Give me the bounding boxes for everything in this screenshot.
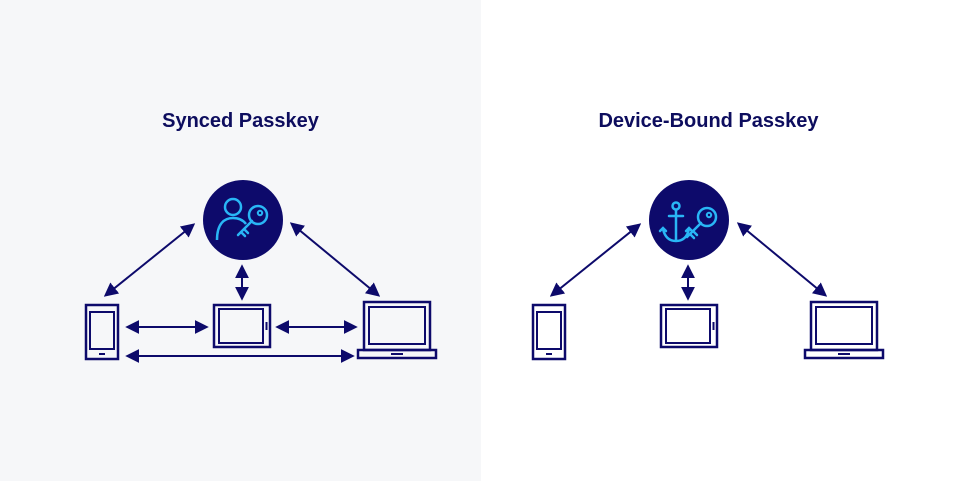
device-bound-phone-icon [531, 303, 567, 361]
person-icon [215, 197, 247, 241]
synced-phone-icon [84, 303, 120, 361]
device-bound-hub [649, 180, 729, 260]
device-bound-passkey-title: Device-Bound Passkey [598, 110, 819, 132]
arrow-hub-laptop [736, 222, 828, 297]
synced-laptop-icon [356, 300, 438, 360]
arrow-hub-laptop [289, 222, 381, 297]
synced-hub [203, 180, 283, 260]
device-bound-laptop-icon [803, 300, 885, 360]
arrow-hub-phone [549, 223, 642, 297]
anchor-icon [658, 201, 694, 243]
arrow-hub-phone [103, 223, 196, 297]
device-bound-tablet-icon [659, 303, 719, 349]
synced-arrows [103, 222, 381, 363]
synced-passkey-title: Synced Passkey [162, 110, 319, 132]
synced-tablet-icon [212, 303, 272, 349]
device-bound-arrows [549, 222, 828, 301]
